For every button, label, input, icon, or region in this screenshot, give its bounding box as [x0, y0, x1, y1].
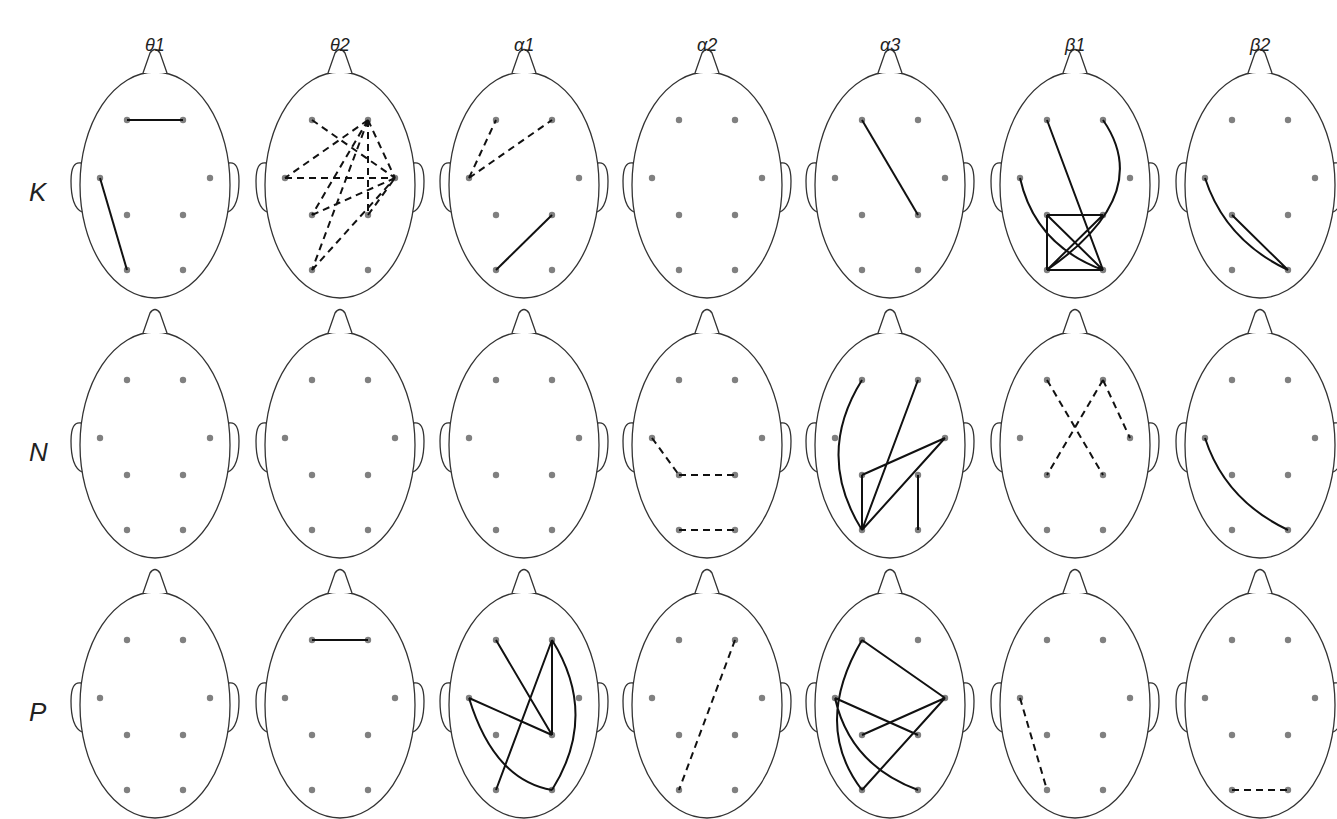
connection-line: [679, 640, 735, 790]
head-outline: [256, 50, 424, 299]
head-panel: [71, 310, 239, 559]
column-header: α1: [514, 36, 534, 54]
head-outline: [71, 310, 239, 559]
head-panel: [806, 310, 974, 559]
row-label: P: [29, 699, 46, 725]
head-panel: [991, 310, 1159, 559]
connection-line: [469, 120, 552, 178]
head-outline: [623, 570, 791, 819]
column-header: α3: [880, 36, 900, 54]
row-label: K: [29, 179, 46, 205]
head-panel: [991, 50, 1159, 299]
column-header: α2: [697, 36, 717, 54]
head-outline: [440, 50, 608, 299]
column-header: θ2: [330, 36, 350, 54]
connection-line: [862, 120, 918, 215]
head-panel: [440, 310, 608, 559]
head-panel: [256, 310, 424, 559]
connection-line: [1047, 380, 1130, 475]
column-header: β1: [1065, 36, 1085, 54]
head-outline: [806, 310, 974, 559]
head-panel: [71, 570, 239, 819]
head-panel: [440, 570, 608, 819]
connection-line: [1020, 120, 1120, 270]
connection-line: [1232, 789, 1288, 791]
head-outline: [991, 310, 1159, 559]
connection-line: [100, 178, 127, 270]
head-outline: [623, 50, 791, 299]
head-outline: [1176, 310, 1337, 559]
column-header: θ1: [145, 36, 165, 54]
head-panel: [256, 570, 424, 819]
head-panel: [440, 50, 608, 299]
head-outline: [71, 50, 239, 299]
head-outline: [440, 310, 608, 559]
connection-line: [1020, 698, 1047, 790]
head-outline: [1176, 570, 1337, 819]
head-panel: [623, 310, 791, 559]
head-outline: [1176, 50, 1337, 299]
row-label: N: [29, 439, 48, 465]
connection-line: [285, 120, 395, 270]
connection-line: [1205, 178, 1288, 270]
head-outline: [806, 570, 974, 819]
head-outline: [440, 570, 608, 819]
connection-line: [469, 640, 576, 790]
connection-line: [496, 215, 552, 270]
head-outline: [256, 310, 424, 559]
connection-line: [839, 380, 946, 530]
head-panel: [1176, 50, 1337, 299]
connection-line: [127, 119, 183, 121]
head-outline: [71, 570, 239, 819]
head-panel: [1176, 570, 1337, 819]
column-header: β2: [1250, 36, 1270, 54]
head-outline: [991, 570, 1159, 819]
head-panel: [806, 50, 974, 299]
head-panel: [1176, 310, 1337, 559]
head-outline: [623, 310, 791, 559]
head-outline: [991, 50, 1159, 299]
head-panel: [623, 570, 791, 819]
head-outline: [256, 570, 424, 819]
connection-line: [312, 639, 368, 641]
head-panel: [623, 50, 791, 299]
head-panel: [256, 50, 424, 299]
connection-line: [652, 438, 735, 530]
head-panel: [71, 50, 239, 299]
head-panel: [806, 570, 974, 819]
head-panel: [991, 570, 1159, 819]
head-outline: [806, 50, 974, 299]
connection-line: [835, 640, 945, 790]
connection-line: [1205, 438, 1288, 530]
